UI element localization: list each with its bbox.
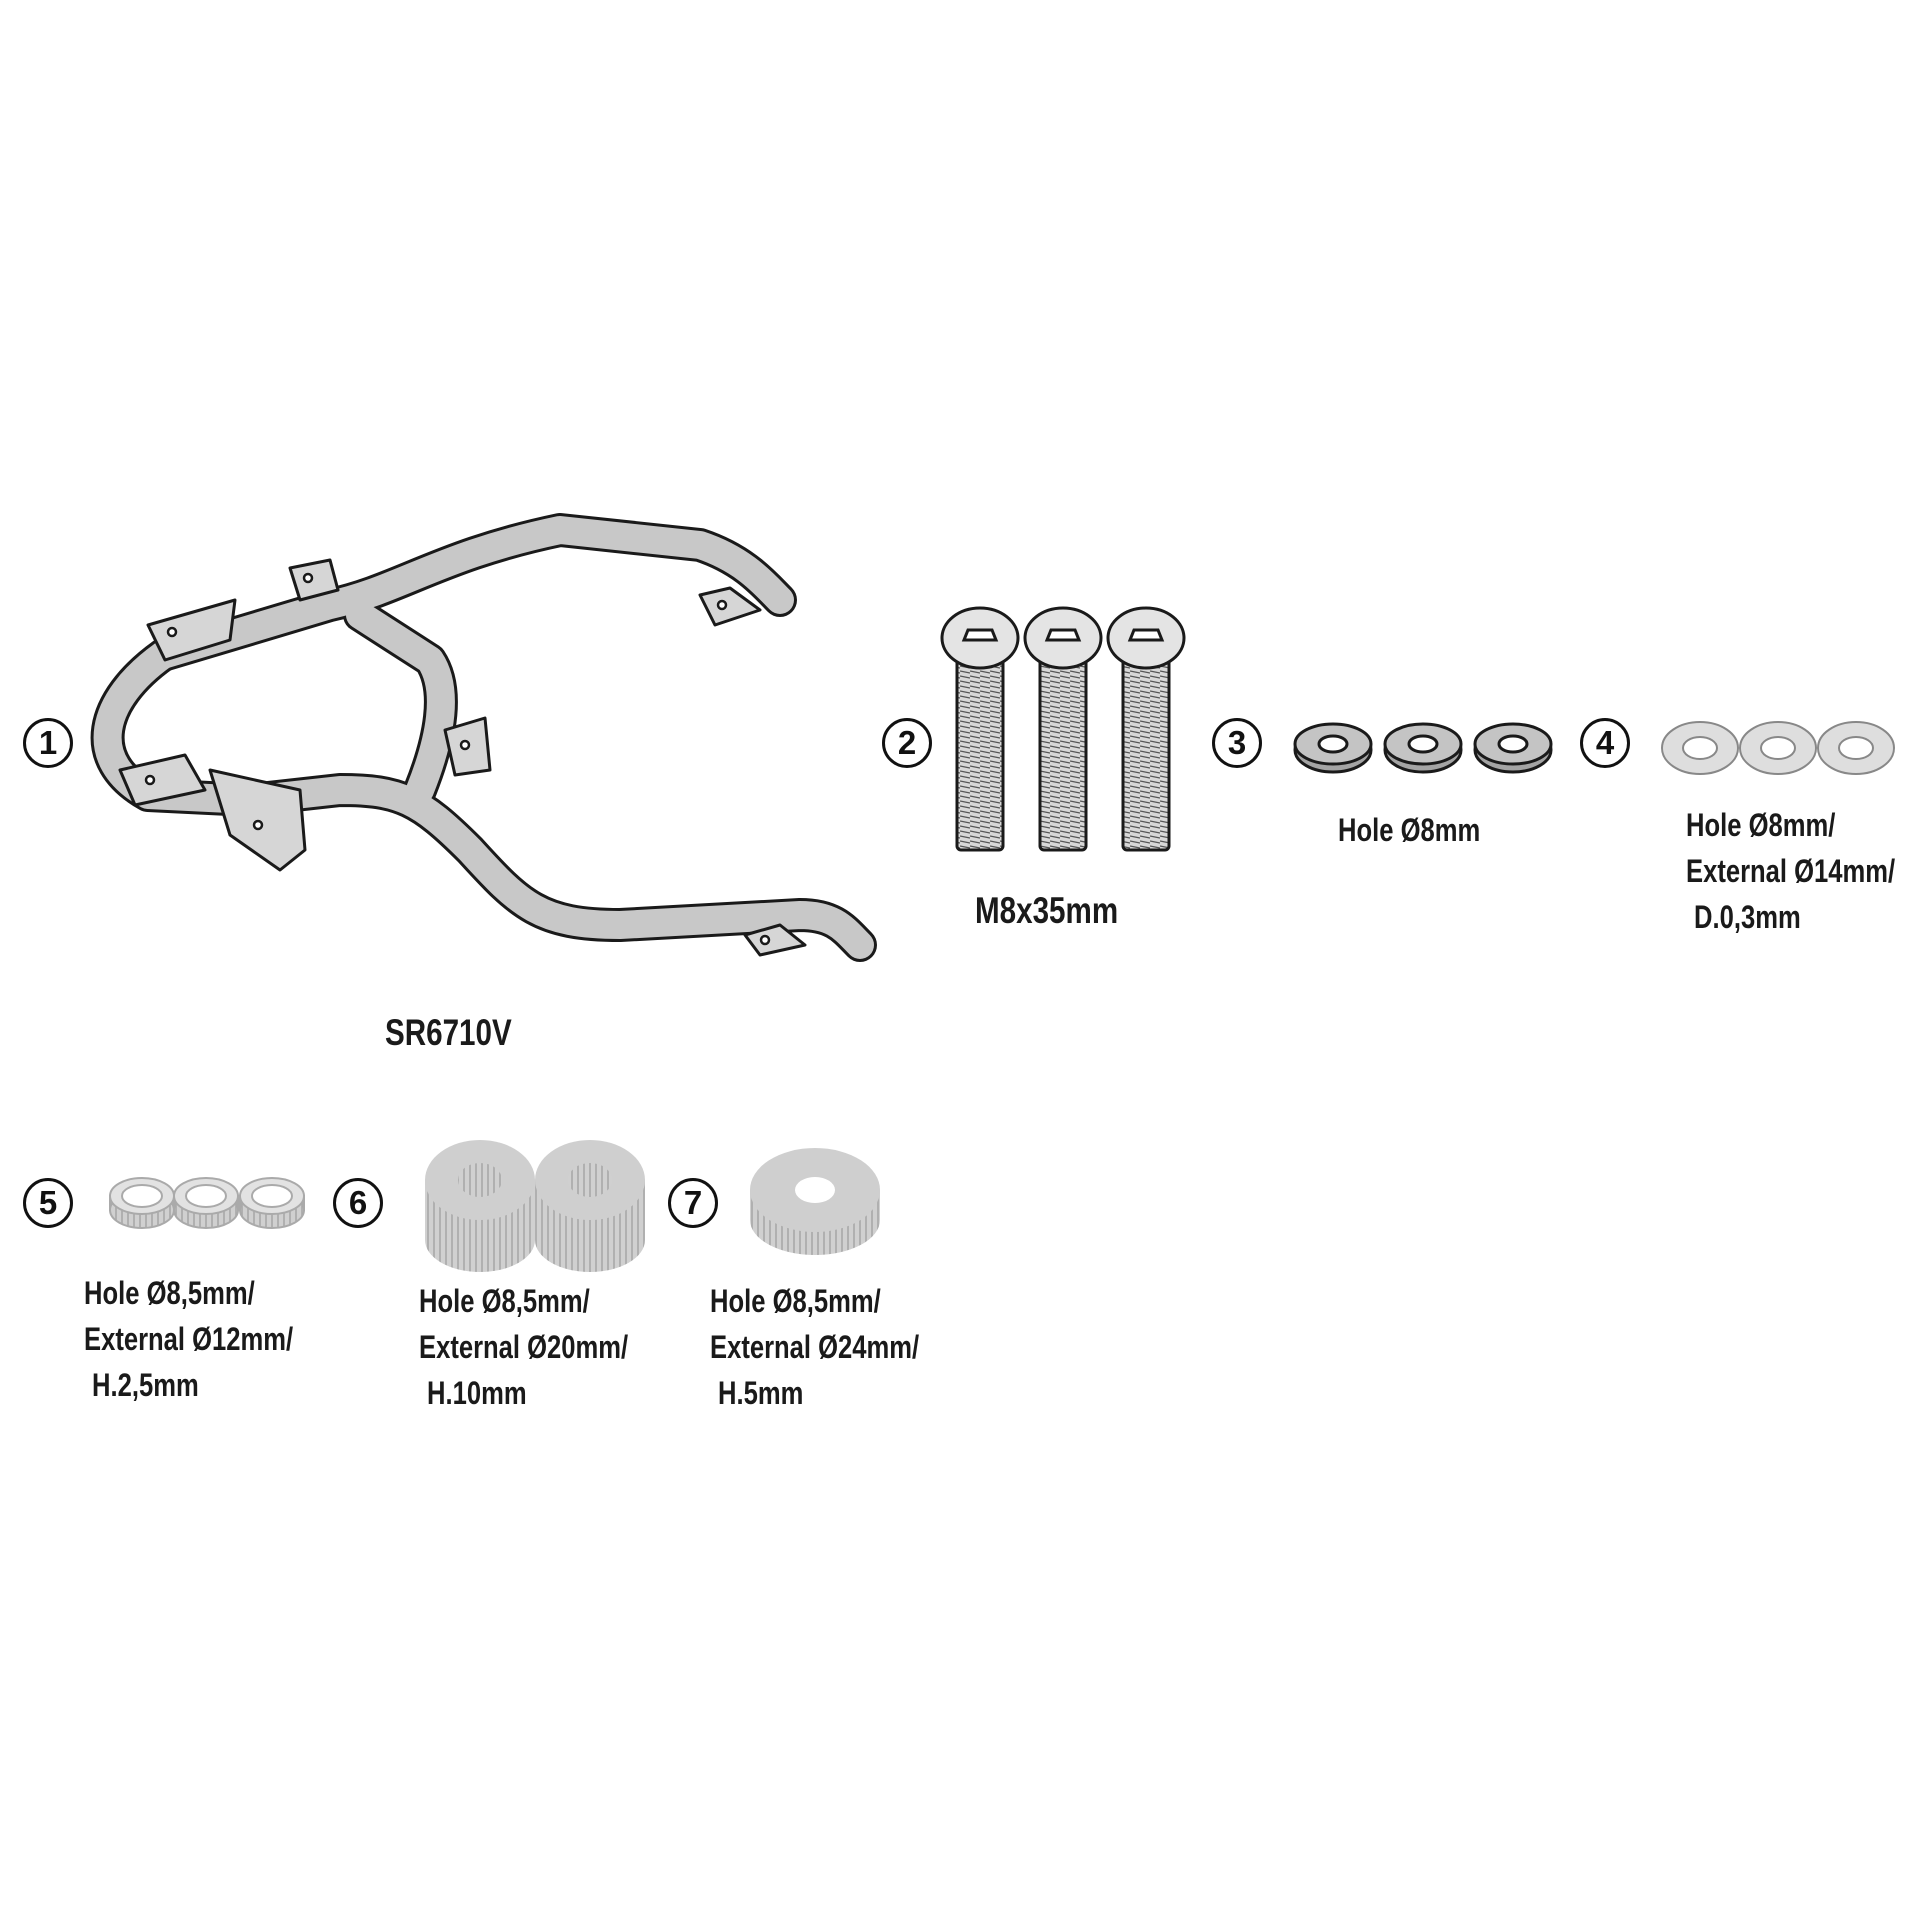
part-7-spec-line: External Ø24mm/ [710,1329,920,1365]
bolts-illustration [940,606,1186,852]
thin-spacers-illustration [109,1177,305,1229]
part-2-label: M8x35mm [975,890,1119,931]
part-4-spec-line: D.0,3mm [1694,899,1801,935]
part-4-spec-line: External Ø14mm/ [1686,853,1896,889]
part-6-spec-line: H.10mm [427,1375,527,1411]
part-7-spec-line: Hole Ø8,5mm/ [710,1283,881,1319]
lock-washers-illustration [1293,722,1553,774]
part-6-spec-line: Hole Ø8,5mm/ [419,1283,590,1319]
tall-spacers-illustration [425,1140,645,1272]
flat-washers-illustration [1661,721,1895,775]
part-6-number-badge: 6 [333,1178,383,1228]
part-4-number-badge: 4 [1580,718,1630,768]
part-5-spec-line: External Ø12mm/ [84,1321,294,1357]
part-1-number-badge: 1 [23,718,73,768]
part-5-number-badge: 5 [23,1178,73,1228]
part-4-spec-line: Hole Ø8mm/ [1686,807,1836,843]
part-6-spec-line: External Ø20mm/ [419,1329,629,1365]
part-5-spec-line: Hole Ø8,5mm/ [84,1275,255,1311]
part-2-number-badge: 2 [882,718,932,768]
part-5-spec-line: H.2,5mm [92,1367,199,1403]
part-3-number-badge: 3 [1212,718,1262,768]
part-1-label: SR6710V [385,1012,512,1053]
part-7-spec-line: H.5mm [718,1375,804,1411]
part-7-number-badge: 7 [668,1178,718,1228]
rack-frame-illustration [90,513,877,962]
part-3-label: Hole Ø8mm [1338,812,1481,848]
wide-spacer-illustration [750,1148,880,1255]
